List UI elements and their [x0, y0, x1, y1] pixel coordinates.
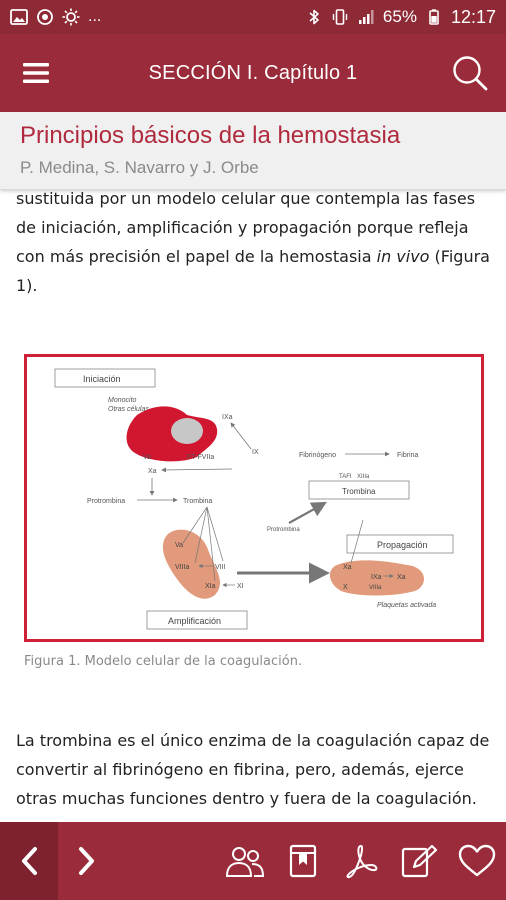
pdf-button[interactable]: [332, 822, 390, 900]
authors-button[interactable]: [216, 822, 274, 900]
label-xi: XI: [237, 583, 244, 590]
app-bar: SECCIÓN I. Capítulo 1: [0, 34, 506, 112]
edit-icon: [401, 844, 438, 878]
trombina-box: [308, 480, 410, 500]
chapter-content[interactable]: sustituida por un modelo celular que con…: [0, 190, 506, 822]
label-iniciacion: Iniciación: [83, 374, 121, 384]
notes-button[interactable]: [390, 822, 448, 900]
pdf-icon: [346, 845, 378, 879]
more-notifications: ...: [88, 8, 102, 25]
book-button[interactable]: [274, 822, 332, 900]
label-xia: XIa: [205, 583, 216, 590]
previous-page-button[interactable]: [0, 822, 58, 900]
label-protrombina: Protrombina: [87, 498, 125, 505]
label-plaquetas: Plaquetas activada: [377, 602, 436, 609]
section-title: SECCIÓN I. Capítulo 1: [148, 61, 358, 84]
label-ix: IX: [252, 449, 259, 456]
book-icon: [289, 844, 317, 878]
label-monocito: Monocito: [108, 397, 137, 404]
label-fibrinogeno: Fibrinógeno: [299, 452, 336, 459]
label-trombina: Trombina: [183, 498, 212, 505]
vibrate-icon: [331, 8, 349, 26]
label-tafi: TAFI: [339, 474, 352, 480]
sync-icon: [36, 8, 54, 26]
label-xiiia: XIIIa: [357, 474, 370, 480]
label-ixa2: IXa: [371, 574, 382, 581]
figure-caption: Figura 1. Modelo celular de la coagulaci…: [24, 654, 303, 669]
heart-icon: [458, 844, 496, 877]
chevron-left-icon: [22, 847, 37, 875]
menu-button[interactable]: [0, 34, 72, 112]
label-viiia2: VIIIa: [369, 585, 382, 591]
status-bar: ... 65% 12:17: [0, 0, 506, 34]
label-protrombina2: Protrombina: [267, 527, 300, 533]
search-icon: [453, 56, 488, 91]
label-amplificacion: Amplificación: [168, 616, 221, 626]
platelet-right: [329, 560, 425, 596]
label-propagacion: Propagación: [377, 540, 428, 550]
label-xa3: Xa: [397, 574, 406, 581]
label-viiia: VIIIa: [175, 564, 190, 571]
favorite-button[interactable]: [448, 822, 506, 900]
image-icon: [10, 8, 28, 26]
bottom-toolbar: [0, 822, 506, 900]
propagacion-box: [346, 534, 454, 554]
next-page-button[interactable]: [58, 822, 116, 900]
chapter-title: Principios básicos de la hemostasia: [20, 122, 401, 149]
menu-icon: [23, 63, 49, 83]
iniciacion-box: [54, 368, 156, 388]
label-xa2: Xa: [343, 564, 352, 571]
chapter-header: Principios básicos de la hemostasia P. M…: [0, 112, 506, 190]
paragraph: La trombina es el único enzima de la coa…: [16, 731, 490, 808]
label-va2: Va: [175, 542, 183, 549]
bluetooth-icon: [305, 8, 323, 26]
label-fibrina: Fibrina: [397, 452, 419, 459]
label-x: X: [343, 584, 348, 591]
authors-icon: [225, 847, 265, 877]
chapter-authors: P. Medina, S. Navarro y J. Orbe: [20, 158, 259, 177]
label-trombina2: Trombina: [342, 487, 376, 496]
chevron-right-icon: [79, 847, 94, 875]
battery-percent: 65%: [382, 7, 417, 26]
label-viii: VIII: [215, 564, 226, 571]
clock: 12:17: [450, 6, 496, 27]
label-ixa: IXa: [222, 414, 233, 421]
label-va: Va: [143, 454, 151, 461]
search-button[interactable]: [434, 34, 506, 112]
italic-term: in vivo: [376, 247, 430, 266]
label-otras-celulas: Otras células: [108, 406, 149, 413]
signal-icon: [357, 8, 375, 26]
amplificacion-box: [146, 610, 248, 630]
figure-1[interactable]: Iniciación Monocito Otras células IXa IX…: [24, 354, 484, 642]
paragraph: sustituida por un modelo celular que con…: [16, 190, 490, 295]
label-ft-viia: FT-FVIIa: [187, 454, 214, 461]
platelet-left: [162, 529, 221, 599]
battery-icon: [425, 8, 443, 26]
brightness-icon: [62, 8, 80, 26]
label-xa: Xa: [148, 468, 157, 475]
cell-nucleus: [171, 418, 203, 444]
